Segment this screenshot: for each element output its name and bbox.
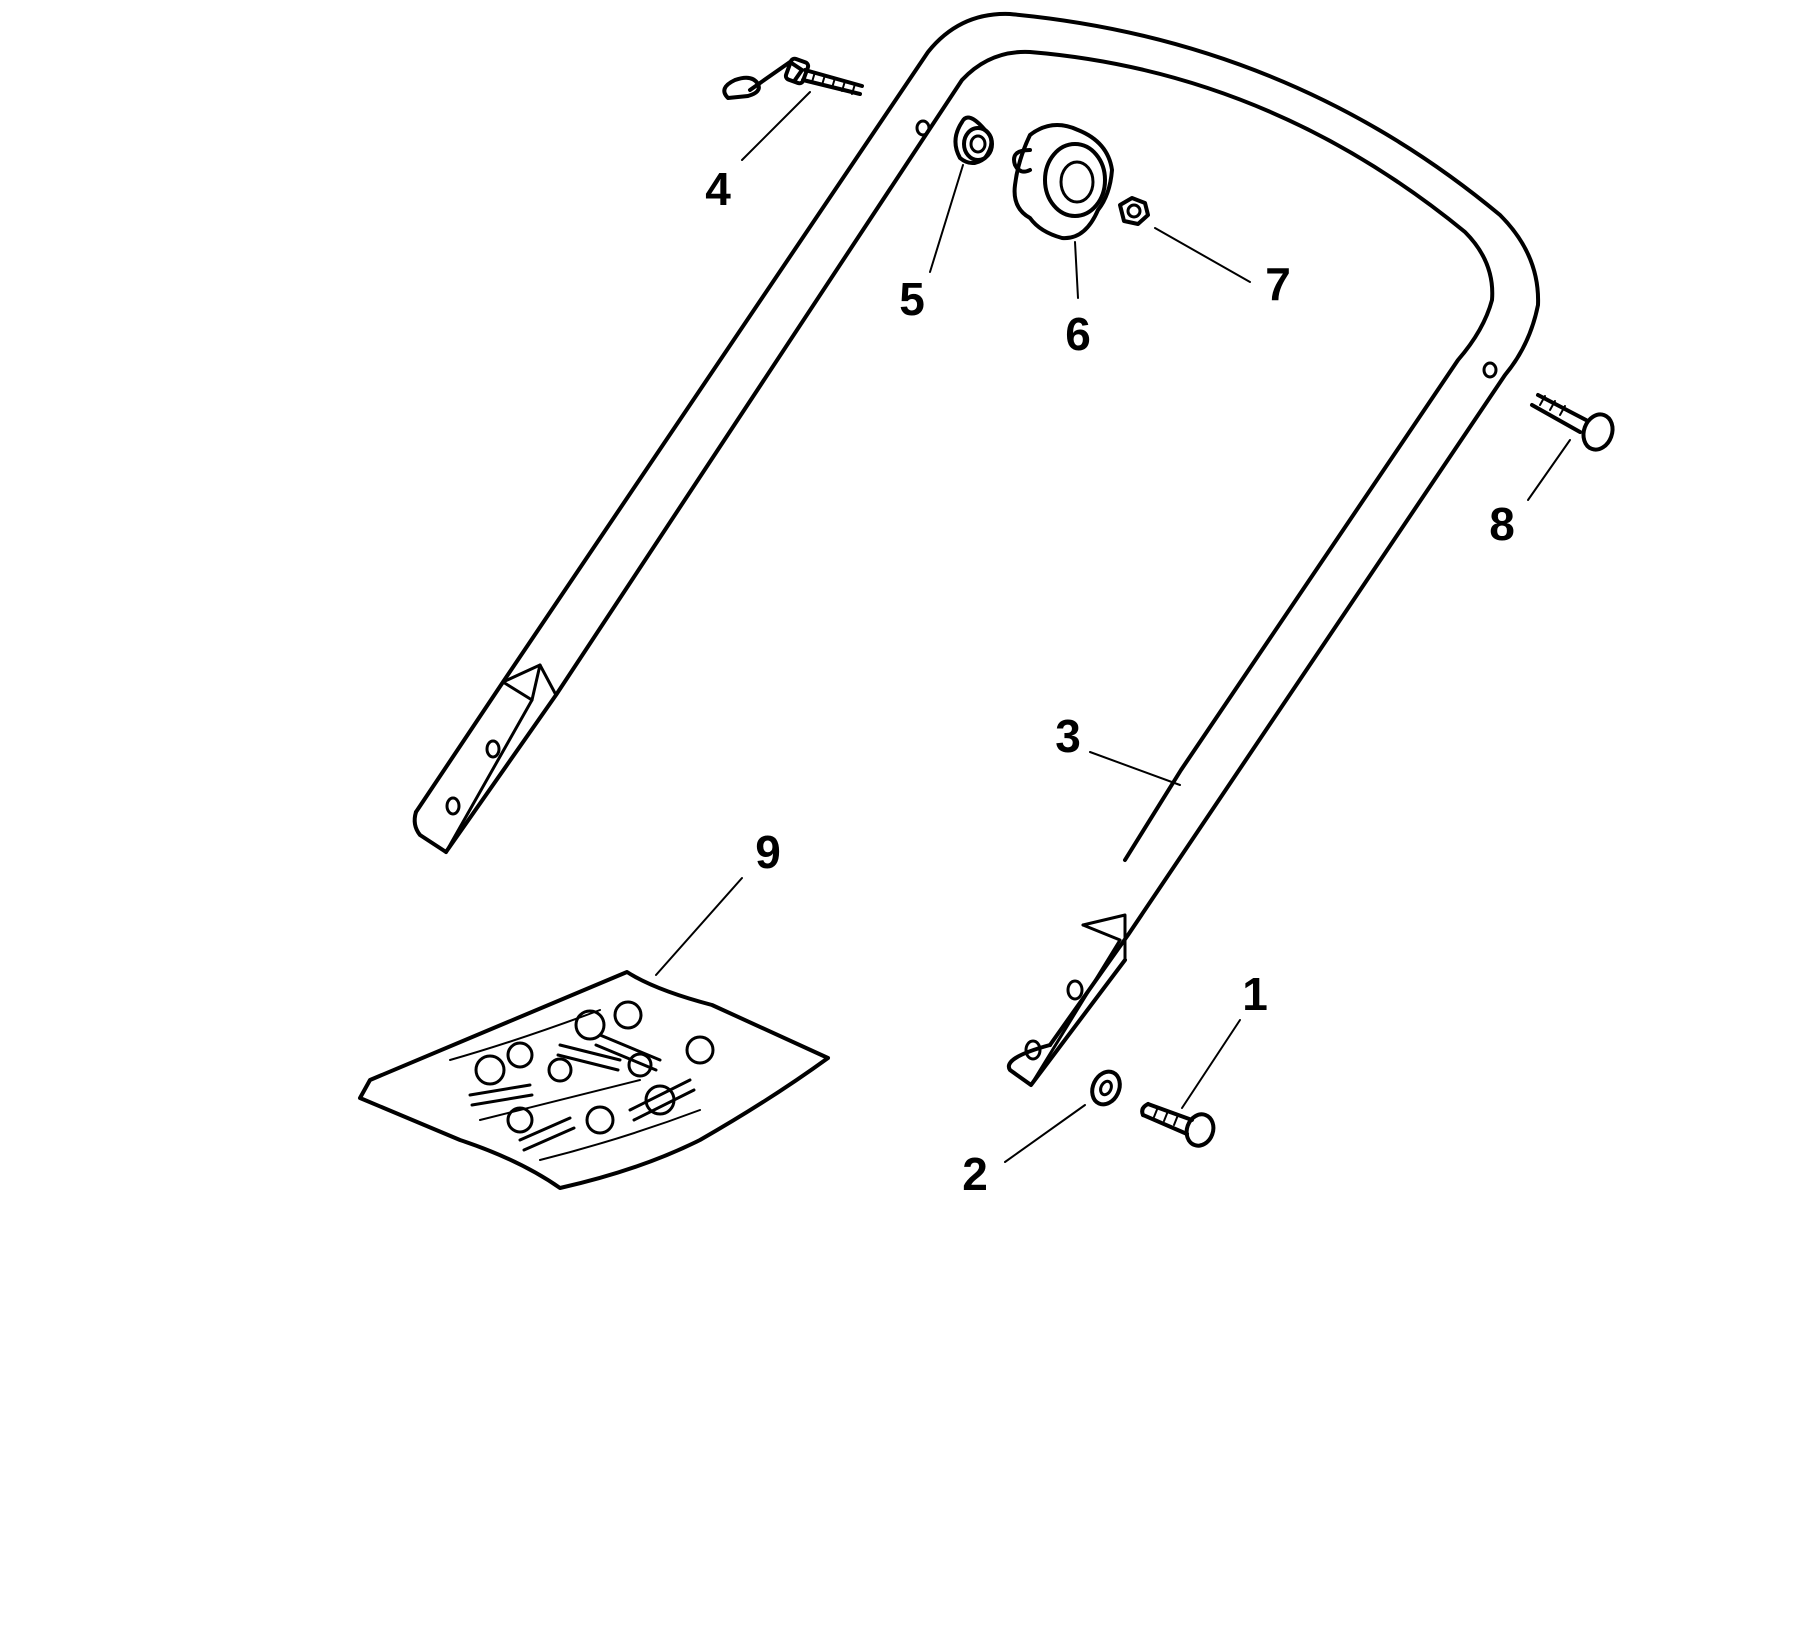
handle-bar [412,11,1541,1087]
callout-labels: 4 5 6 7 8 3 9 1 2 [705,163,1515,1200]
leader-8 [1527,439,1571,501]
callout-6: 6 [1065,308,1091,360]
leader-9 [655,877,743,976]
carriage-bolt [1530,393,1615,452]
shaped-washer [953,115,994,165]
leader-lines [655,91,1571,1163]
hardware-bag [358,970,830,1190]
leader-7 [1154,227,1251,283]
star-knob [1012,123,1114,241]
leader-2 [1004,1104,1086,1163]
leader-6 [1074,241,1079,299]
cam-lever-bolt [722,56,864,100]
hex-bolt [1140,1102,1216,1148]
leader-5 [929,164,964,273]
leader-4 [741,91,811,161]
leader-1 [1181,1019,1241,1109]
bag-contents [449,1000,715,1161]
flat-washer [1090,1069,1122,1107]
callout-2: 2 [962,1148,988,1200]
callout-1: 1 [1242,968,1268,1020]
callout-7: 7 [1265,258,1291,310]
leader-3 [1089,751,1181,786]
callout-9: 9 [755,826,781,878]
callout-4: 4 [705,163,731,215]
callout-5: 5 [899,273,925,325]
callout-8: 8 [1489,498,1515,550]
hex-nut [1118,196,1150,226]
callout-3: 3 [1055,710,1081,762]
